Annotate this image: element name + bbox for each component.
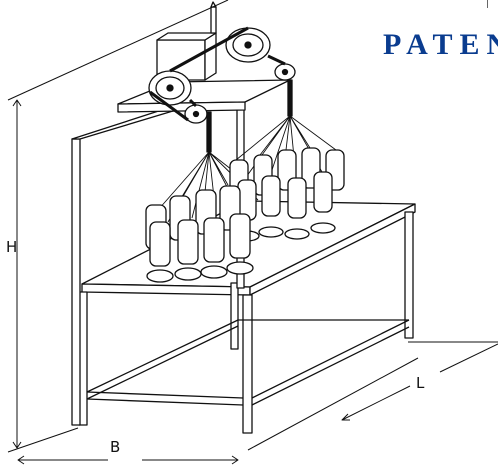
- drive-belts: [149, 26, 286, 122]
- dimension-lines: [7, 0, 498, 465]
- table-stretchers: [86, 319, 410, 406]
- edge-tick-mark: [487, 0, 488, 8]
- table-legs: [78, 211, 414, 434]
- bobbin-group-front: [145, 185, 254, 283]
- dimension-label-length: L: [416, 374, 425, 392]
- motor-housing: [156, 1, 217, 81]
- bobbin-group-back: [229, 147, 345, 242]
- dimension-label-height: H: [6, 238, 18, 256]
- yarn-threads: [157, 115, 337, 223]
- brand-text: PATEN: [383, 28, 498, 61]
- dimension-label-width: B: [110, 438, 121, 456]
